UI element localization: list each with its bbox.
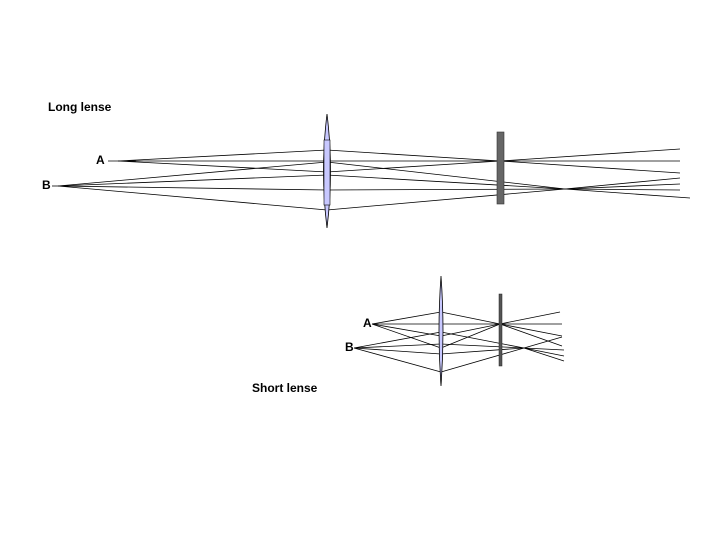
short-point-b-label: B (345, 340, 354, 354)
long-lens-title: Long lense (48, 100, 112, 114)
short-lens (438, 275, 444, 387)
long-point-a-label: A (96, 153, 105, 167)
long-screen (496, 131, 505, 205)
long-rays-b (57, 161, 691, 211)
long-point-b-label: B (42, 178, 51, 192)
short-lens-diagram: Short lense A B (252, 275, 565, 395)
short-rays-b (353, 331, 565, 373)
long-rays-a (117, 148, 681, 174)
long-lens-diagram: Long lense A B (42, 100, 691, 229)
short-screen (498, 293, 503, 367)
short-point-a-label: A (363, 316, 372, 330)
short-rays-a (371, 311, 563, 349)
short-lens-title: Short lense (252, 381, 318, 395)
long-lens-core (323, 139, 331, 206)
